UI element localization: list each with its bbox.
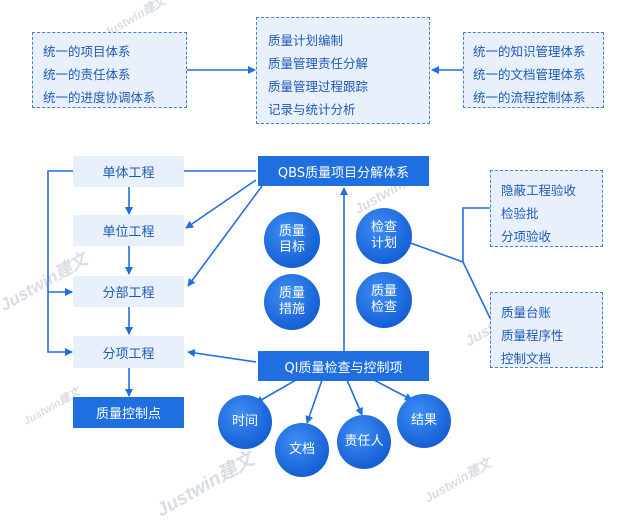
- subitem-project-box: 分项工程: [73, 336, 184, 368]
- quality-procedure: 质量程序性: [501, 328, 564, 343]
- quality-control-point-box: 质量控制点: [73, 397, 184, 428]
- subitem-acceptance: 分项验收: [501, 229, 552, 244]
- qi-header: QI质量检查与控制项: [258, 351, 429, 381]
- unified-responsibility-system: 统一的责任体系: [43, 67, 131, 82]
- division-project-box: 分部工程: [73, 276, 184, 307]
- unified-project-system: 统一的项目体系: [43, 44, 131, 59]
- result-circle: 结果: [397, 394, 451, 448]
- inspection-plan-line1: 检查: [370, 220, 397, 235]
- quality-inspection-circle: 质量 检查: [356, 272, 412, 328]
- unified-knowledge-system: 统一的知识管理体系: [473, 44, 586, 59]
- inspection-plan-line2: 计划: [370, 236, 397, 251]
- quality-target-line1: 质量: [278, 224, 305, 239]
- quality-measures-line1: 质量: [278, 286, 305, 301]
- unified-systems-box: 统一的项目体系 统一的责任体系 统一的进度协调体系: [32, 32, 187, 108]
- unified-process-system: 统一的流程控制体系: [473, 90, 586, 105]
- responsible-circle: 责任人: [337, 415, 391, 469]
- document-circle: 文档: [275, 423, 329, 477]
- inspection-plan-circle: 检查 计划: [356, 208, 412, 264]
- quality-ledger-box: 质量台账 质量程序性 控制文档: [490, 292, 603, 368]
- quality-ledger: 质量台账: [501, 305, 552, 320]
- concealed-work-acceptance: 隐蔽工程验收: [501, 183, 577, 198]
- quality-measures-circle: 质量 措施: [264, 274, 320, 330]
- quality-process-tracking: 质量管理过程跟踪: [268, 79, 369, 94]
- acceptance-box: 隐蔽工程验收 检验批 分项验收: [490, 170, 603, 247]
- knowledge-systems-box: 统一的知识管理体系 统一的文档管理体系 统一的流程控制体系: [463, 32, 604, 108]
- unit-project-box: 单位工程: [73, 215, 184, 246]
- quality-target-circle: 质量 目标: [264, 212, 320, 268]
- quality-management-box: 质量计划编制 质量管理责任分解 质量管理过程跟踪 记录与统计分析: [256, 17, 430, 124]
- unified-progress-system: 统一的进度协调体系: [43, 90, 156, 105]
- quality-inspection-line2: 检查: [370, 300, 397, 315]
- control-document: 控制文档: [501, 351, 552, 366]
- time-circle: 时间: [218, 395, 272, 449]
- unified-document-system: 统一的文档管理体系: [473, 67, 586, 82]
- quality-target-line2: 目标: [278, 240, 305, 255]
- record-statistics: 记录与统计分析: [268, 102, 356, 117]
- quality-responsibility-split: 质量管理责任分解: [268, 56, 369, 71]
- quality-inspection-line1: 质量: [370, 284, 397, 299]
- qbs-header: QBS质量项目分解体系: [258, 156, 429, 186]
- connector-lines: [47, 66, 491, 424]
- quality-plan-compile: 质量计划编制: [268, 33, 344, 48]
- single-project-box: 单体工程: [73, 156, 184, 187]
- inspection-lot: 检验批: [501, 206, 539, 221]
- quality-measures-line2: 措施: [278, 302, 305, 317]
